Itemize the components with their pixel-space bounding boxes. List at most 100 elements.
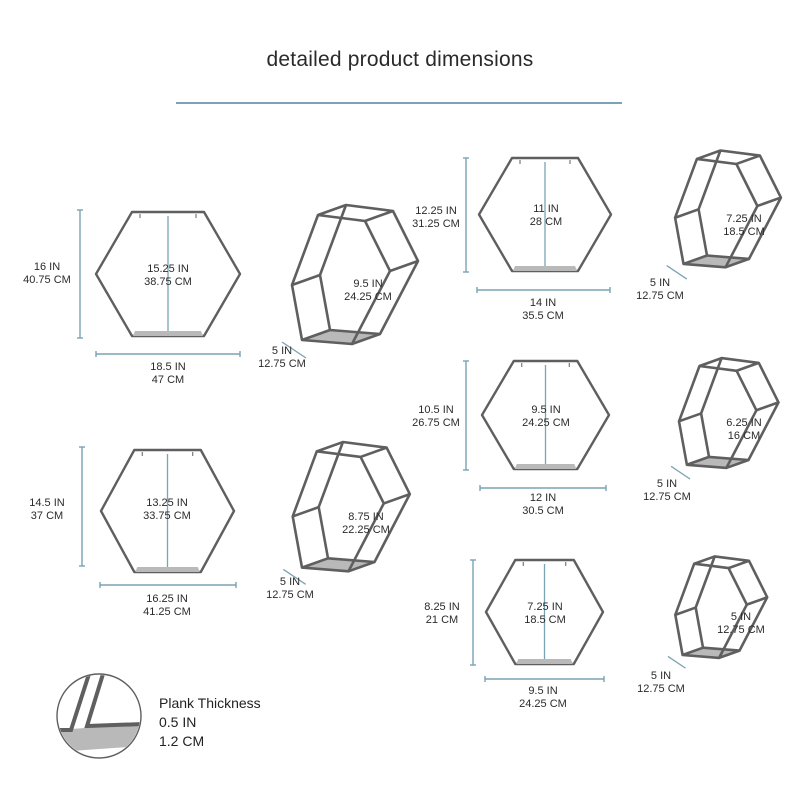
s-iso-edge-2 — [736, 361, 760, 372]
m-width-in: 14 IN — [529, 297, 557, 309]
xl-iso-edge-4 — [351, 332, 381, 346]
xl-iso-edge-1 — [317, 203, 347, 217]
xs-width-in: 9.5 IN — [528, 685, 558, 697]
s-iso-edge-5 — [686, 455, 710, 466]
xs-front-plank — [516, 659, 573, 664]
m-front-hexagon — [477, 156, 613, 273]
m-height-in: 12.25 IN — [415, 205, 457, 217]
xl-inner-in: 15.25 IN — [147, 263, 189, 275]
l-inner-in: 13.25 IN — [146, 497, 188, 509]
m-inner-in: 11 IN — [533, 203, 559, 215]
xl-depth-in: 5 IN — [271, 345, 293, 357]
s-iso-edge-0 — [678, 412, 702, 423]
xl-front-hexagon — [94, 210, 242, 338]
xs-iso-edge-1 — [693, 555, 716, 565]
m-iso-edge-1 — [696, 149, 721, 161]
s-depth-in: 5 IN — [656, 478, 678, 490]
xl-iso-edge-3 — [389, 259, 419, 273]
l-iso-back-hexagon — [317, 440, 412, 564]
xl-iso-depth-line — [281, 341, 307, 359]
m-depth-in: 5 IN — [649, 277, 671, 289]
xs-iso-edge-2 — [728, 559, 750, 570]
l-iso-depth-line — [282, 568, 307, 585]
m-side-cm: 18.5 CM — [723, 226, 765, 238]
m-inner-cm: 28 CM — [529, 216, 563, 228]
m-iso-edge-3 — [756, 196, 782, 208]
magnifier-plank — [58, 724, 140, 752]
l-iso-edge-1 — [316, 440, 344, 453]
s-iso-edge-3 — [755, 401, 779, 412]
m-iso-edge-4 — [725, 257, 750, 269]
l-width-cm: 41.25 CM — [143, 606, 191, 618]
s-iso-edge-4 — [725, 458, 749, 470]
xl-inner-cm: 38.75 CM — [144, 276, 192, 288]
plank-thickness-info: Plank Thickness 0.5 IN 1.2 CM — [159, 694, 261, 751]
m-front-plank — [513, 266, 577, 271]
xs-iso-edge-4 — [718, 649, 740, 660]
l-height-cm: 37 CM — [30, 510, 64, 522]
xs-iso-depth-line — [667, 655, 686, 669]
page-title: detailed product dimensions — [266, 48, 534, 71]
xl-iso-edge-0 — [291, 273, 321, 287]
l-iso-edge-5 — [301, 557, 329, 569]
plank-thickness-cm: 1.2 CM — [159, 733, 205, 749]
s-side-cm: 16 CM — [727, 430, 761, 442]
magnifier-frame-back — [84, 675, 140, 729]
xl-height-cm: 40.75 CM — [23, 274, 71, 286]
s-inner-cm: 24.25 CM — [522, 417, 570, 429]
m-height-cm: 31.25 CM — [412, 218, 460, 230]
m-iso-edge-2 — [735, 154, 761, 166]
xs-height-in: 8.25 IN — [424, 601, 460, 613]
xs-depth-in: 5 IN — [650, 670, 672, 682]
l-iso-edge-4 — [348, 560, 375, 573]
l-iso-edge-2 — [360, 446, 388, 459]
m-side-in: 7.25 IN — [726, 213, 762, 225]
s-height-cm: 26.75 CM — [412, 417, 460, 429]
l-side-in: 8.75 IN — [348, 511, 384, 523]
xs-iso-edge-0 — [674, 606, 697, 617]
xl-width-cm: 47 CM — [151, 374, 185, 386]
s-depth-cm: 12.75 CM — [643, 491, 691, 503]
xl-side-cm: 24.25 CM — [344, 291, 392, 303]
xs-width-cm: 24.25 CM — [519, 698, 567, 710]
xl-width-in: 18.5 IN — [150, 361, 186, 373]
xs-depth-cm: 12.75 CM — [637, 683, 685, 695]
l-iso-edge-3 — [383, 492, 411, 505]
m-iso-depth-line — [666, 265, 688, 280]
s-iso-depth-line — [670, 465, 691, 480]
s-front-hexagon — [480, 359, 611, 471]
l-side-cm: 22.25 CM — [342, 524, 390, 536]
l-width-in: 16.25 IN — [146, 593, 188, 605]
s-width-cm: 30.5 CM — [522, 505, 564, 517]
s-iso-edge-1 — [699, 356, 723, 368]
l-iso-edge-0 — [292, 505, 320, 518]
xs-iso-edge-5 — [682, 646, 704, 657]
xs-front-hexagon — [484, 558, 605, 666]
xs-inner-in: 7.25 IN — [527, 601, 563, 613]
l-height-in: 14.5 IN — [29, 497, 65, 509]
magnifier-frame-front — [58, 675, 91, 732]
xl-iso-edge-5 — [301, 328, 331, 342]
plank-thickness-inches: 0.5 IN — [159, 714, 197, 730]
title-divider — [176, 102, 622, 104]
s-side-in: 6.25 IN — [726, 417, 762, 429]
xl-front-plank — [133, 331, 203, 336]
